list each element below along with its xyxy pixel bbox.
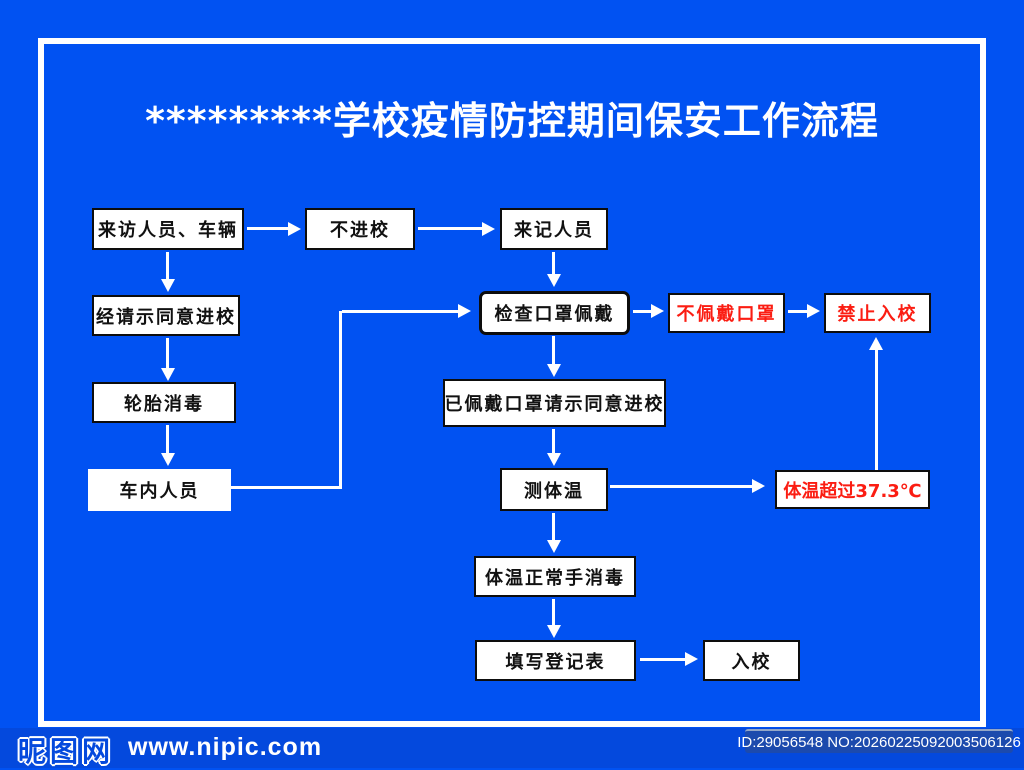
arrow-right-icon [807,304,820,318]
connector-sanitize-to-register-form [552,599,555,626]
connector-nomask-to-forbidden [788,310,808,313]
connector-noentry-to-register [418,227,484,230]
flow-node-entry-forbidden: 禁止入校 [824,293,931,333]
connector-tire-to-invehicle [166,425,169,454]
arrow-down-icon [547,364,561,377]
arrow-right-icon [458,304,471,318]
arrow-down-icon [547,540,561,553]
arrow-down-icon [161,453,175,466]
watermark-id-badge: ID:29056548 NO:20260225092003506126 [737,729,1021,753]
connector-checkmask-to-maskon [552,336,555,365]
connector-invehicle-elbow-top [342,310,460,313]
arrow-down-icon [547,625,561,638]
arrow-right-icon [288,222,301,236]
flow-node-measure-temperature: 测体温 [500,468,608,511]
connector-invehicle-elbow-bottom [231,486,342,489]
flow-node-approved-entry: 经请示同意进校 [92,295,240,336]
connector-invehicle-elbow-vertical [339,311,342,489]
flow-node-mask-on-approved: 已佩戴口罩请示同意进校 [443,379,666,427]
flow-node-no-entry: 不进校 [305,208,415,250]
page-title: *********学校疫情防控期间保安工作流程 [145,99,879,143]
arrow-right-icon [752,479,765,493]
flow-node-temp-over-limit: 体温超过37.3℃ [775,470,930,509]
connector-approved-to-tire [166,338,169,369]
connector-maskon-to-temperature [552,429,555,454]
arrow-up-icon [869,337,883,350]
flow-node-fill-register-form: 填写登记表 [475,640,636,681]
connector-register-to-checkmask [552,252,555,275]
flow-node-visitors-vehicles: 来访人员、车辆 [92,208,244,250]
connector-temperature-to-tempover [610,485,753,488]
flow-node-people-in-vehicle: 车内人员 [88,469,231,511]
border-frame [38,38,986,727]
nipic-logo: 昵图网 [18,735,115,768]
connector-visitors-to-noentry [247,227,290,230]
connector-tempover-to-forbidden [875,349,878,470]
flow-node-enter-school: 入校 [703,640,800,681]
arrow-right-icon [482,222,495,236]
connector-form-to-enter [640,658,687,661]
arrow-right-icon [685,652,698,666]
flow-node-register-visitors: 来记人员 [500,208,608,250]
arrow-down-icon [161,279,175,292]
flow-node-check-mask: 检查口罩佩戴 [479,291,630,335]
arrow-down-icon [547,274,561,287]
flow-node-tire-disinfection: 轮胎消毒 [92,382,236,423]
arrow-down-icon [547,453,561,466]
connector-checkmask-to-nomask [633,310,652,313]
arrow-down-icon [161,368,175,381]
connector-temperature-to-sanitize [552,513,555,541]
flow-node-no-mask: 不佩戴口罩 [668,293,785,333]
flow-node-temp-normal-sanitize: 体温正常手消毒 [474,556,636,597]
connector-visitors-to-approved [166,252,169,280]
arrow-right-icon [651,304,664,318]
site-url-text: www.nipic.com [128,733,323,761]
